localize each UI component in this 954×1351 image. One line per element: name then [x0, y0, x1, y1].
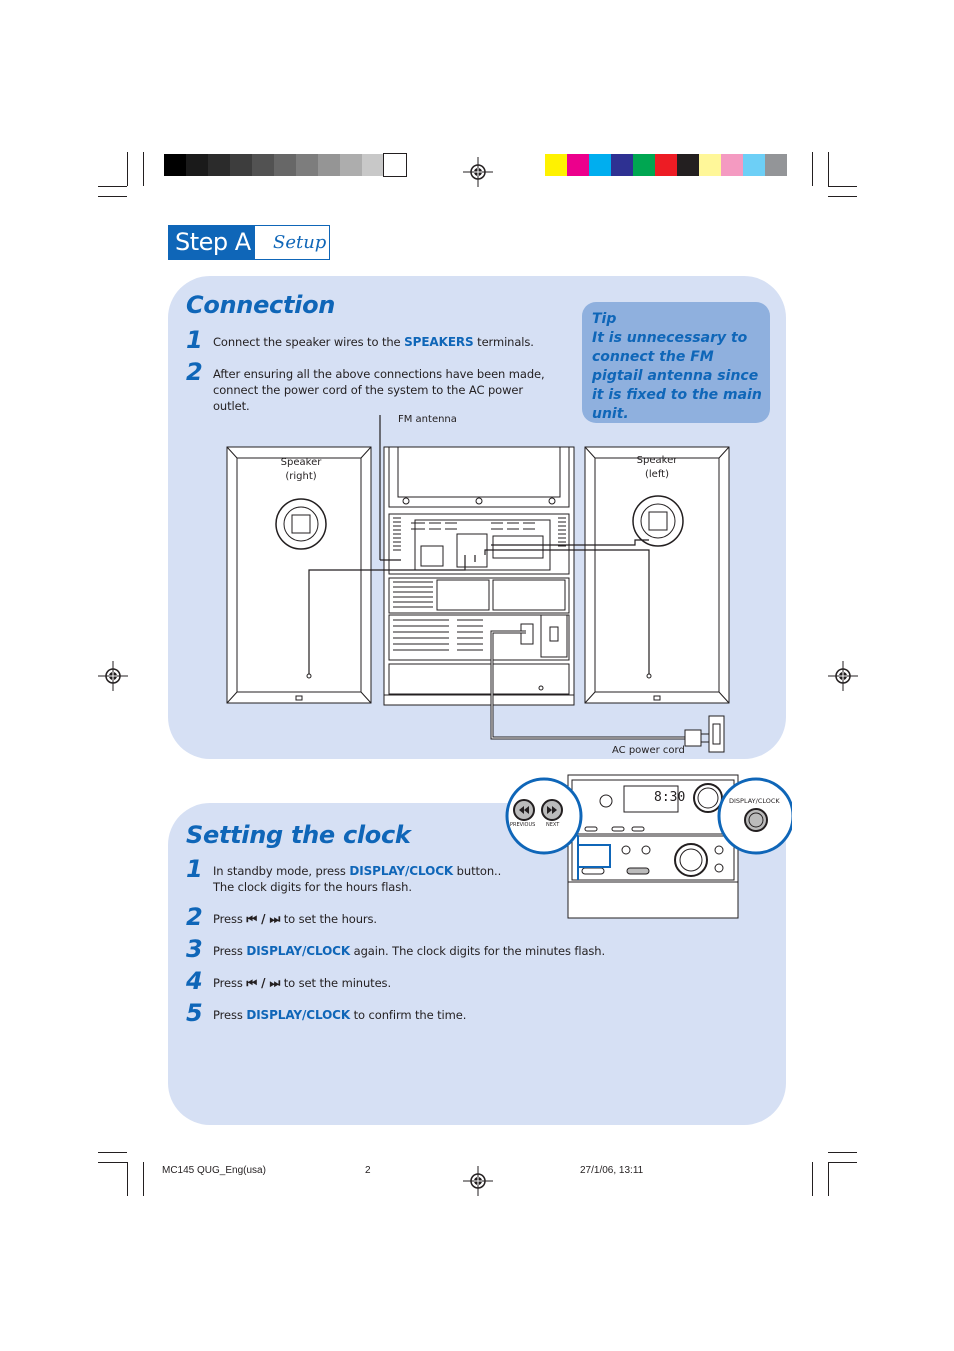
step-number: 1 [186, 326, 203, 354]
fm-antenna-label: FM antenna [398, 414, 457, 425]
ac-power-cord [490, 630, 725, 753]
target-mark-icon [463, 1166, 493, 1196]
clock-step-3: Press DISPLAY/CLOCK again. The clock dig… [213, 944, 606, 958]
speaker-left [584, 446, 730, 704]
speaker-wires [308, 415, 650, 674]
footer-file: MC145 QUG_Eng(usa) [162, 1165, 266, 1176]
next-callout-label: NEXT [546, 822, 560, 828]
previous-callout-label: PREVIOUS [510, 822, 536, 828]
tip-heading: Tip [592, 311, 617, 327]
color-swatch [252, 154, 274, 176]
color-swatch [296, 154, 318, 176]
color-swatch [318, 154, 340, 176]
color-swatch [611, 154, 633, 176]
color-swatch [164, 154, 186, 176]
color-swatch [589, 154, 611, 176]
color-swatch [383, 153, 407, 177]
target-mark-icon [828, 661, 858, 691]
footer-date: 27/1/06, 13:11 [580, 1165, 644, 1176]
color-swatch [567, 154, 589, 176]
display-clock-callout-label: DISPLAY/CLOCK [729, 797, 780, 805]
clock-step-4: Press ⏮ / ⏭ to set the minutes. [213, 976, 391, 990]
clock-step-5: Press DISPLAY/CLOCK to confirm the time. [213, 1008, 467, 1022]
step-subtitle: Setup [273, 232, 327, 253]
clock-step-1: In standby mode, press DISPLAY/CLOCK but… [213, 864, 502, 894]
step-number: 2 [186, 903, 203, 931]
speaker-right [226, 446, 372, 704]
clock-title: Setting the clock [186, 821, 411, 849]
color-swatch [743, 154, 765, 176]
color-swatch [274, 154, 296, 176]
color-swatch [721, 154, 743, 176]
step-label: Step A [169, 226, 255, 259]
color-swatch [230, 154, 252, 176]
display-readout: 8:30 [654, 790, 686, 805]
step-header: Step A Setup [168, 225, 330, 260]
connection-diagram [226, 415, 730, 753]
step-number: 1 [186, 855, 203, 883]
target-mark-icon [98, 661, 128, 691]
clock-step-2: Press ⏮ / ⏭ to set the hours. [213, 912, 377, 926]
color-swatch [699, 154, 721, 176]
step-number: 3 [186, 935, 203, 963]
color-swatch [340, 154, 362, 176]
color-swatch [633, 154, 655, 176]
unit-front-diagram [505, 774, 792, 919]
color-swatch [186, 154, 208, 176]
connection-title: Connection [186, 291, 336, 319]
ac-power-cord-label: AC power cord [612, 745, 685, 756]
target-mark-icon [463, 157, 493, 187]
color-swatch [362, 154, 384, 176]
tip-body: It is unnecessary to connect the FM pigt… [592, 330, 762, 422]
footer-page: 2 [365, 1165, 371, 1176]
step-number: 5 [186, 999, 203, 1027]
color-swatch [765, 154, 787, 176]
connection-step-2: After ensuring all the above connections… [213, 367, 545, 413]
color-swatch [545, 154, 567, 176]
main-unit-rear [383, 446, 575, 706]
connection-step-1: Connect the speaker wires to the SPEAKER… [213, 335, 534, 349]
color-swatch [655, 154, 677, 176]
speaker-right-label: Speaker (right) [280, 457, 322, 482]
step-number: 4 [186, 967, 203, 995]
color-swatch [677, 154, 699, 176]
previous-next-icon: ⏮ / ⏭ [246, 976, 281, 990]
step-number: 2 [186, 358, 203, 386]
tip-box: Tip It is unnecessary to connect the FM … [582, 302, 770, 423]
color-swatch [208, 154, 230, 176]
speaker-left-label: Speaker (left) [636, 455, 678, 480]
previous-next-icon: ⏮ / ⏭ [246, 912, 281, 926]
